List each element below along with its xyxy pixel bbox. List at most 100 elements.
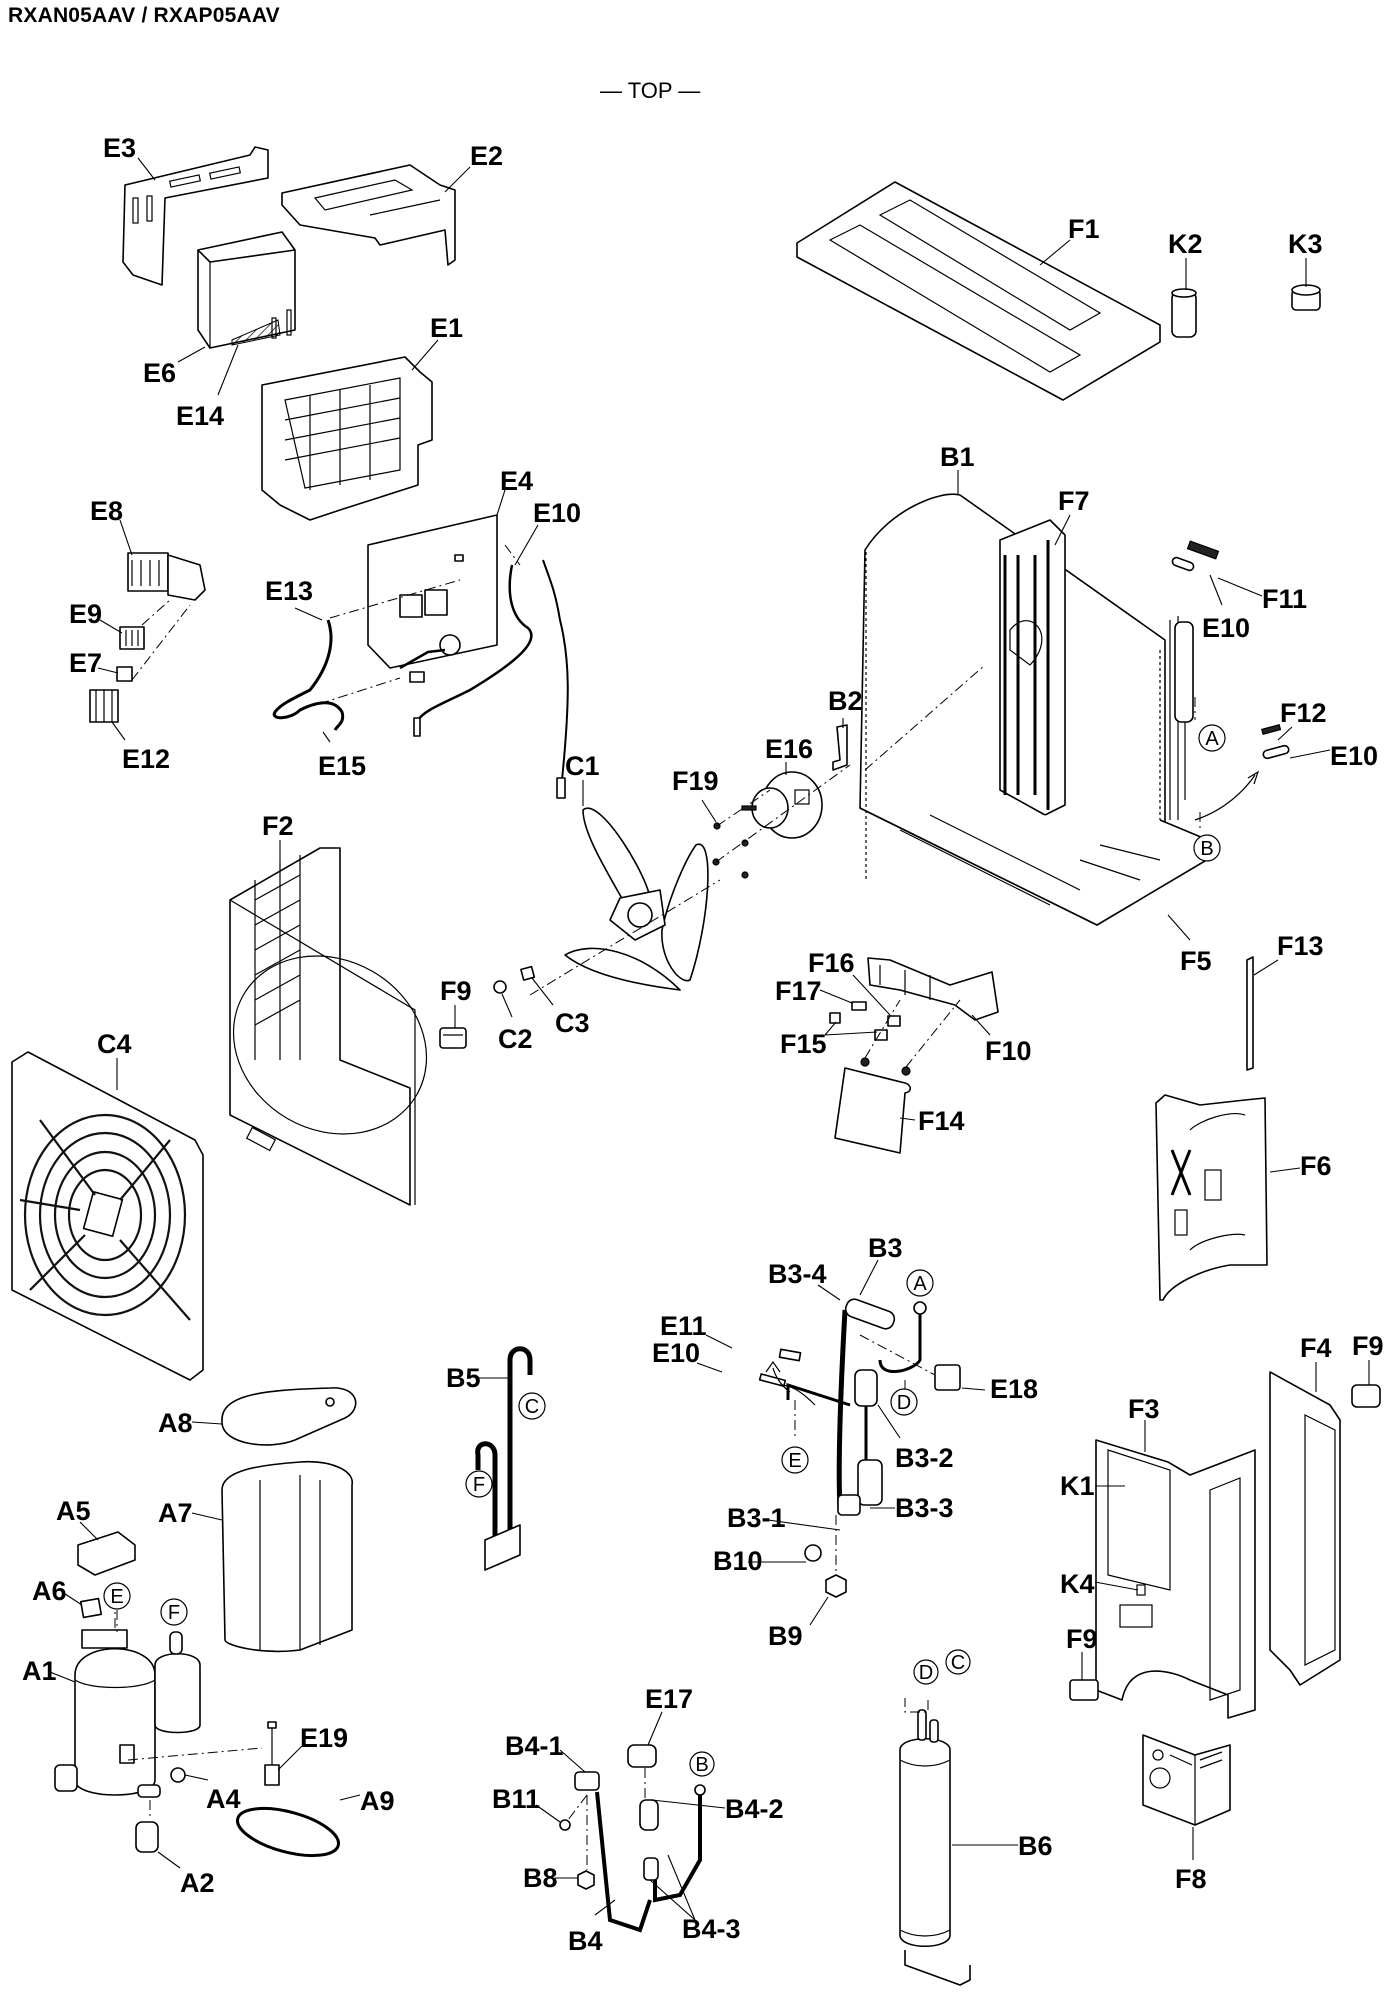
label-c2: C2 <box>498 1024 533 1054</box>
part-e13-e15-harness <box>272 579 461 731</box>
label-e14: E14 <box>176 401 224 431</box>
part-c3-washer <box>520 965 536 981</box>
view-label-top: — TOP — <box>600 78 701 103</box>
part-a2-rubber-foot <box>135 1821 159 1853</box>
label-b4-1: B4-1 <box>505 1731 564 1761</box>
label-e10-top: E10 <box>533 498 581 528</box>
ref-e-compressor: E <box>103 1582 131 1632</box>
label-b5: B5 <box>446 1363 481 1393</box>
part-b4-valve-assembly <box>559 1744 706 1933</box>
label-a7: A7 <box>158 1498 193 1528</box>
label-k4: K4 <box>1060 1569 1095 1599</box>
ref-label-d-b3: D <box>897 1392 911 1414</box>
ref-b-b4: B <box>689 1751 715 1777</box>
ref-label-a-b3: A <box>913 1273 927 1295</box>
part-f1-top-panel <box>796 181 1161 401</box>
part-f13-strip <box>1246 956 1254 1071</box>
label-a5: A5 <box>56 1496 91 1526</box>
label-f9-right-bottom: F9 <box>1066 1624 1098 1654</box>
ref-label-e-compressor: E <box>110 1586 123 1608</box>
label-e4: E4 <box>500 466 533 496</box>
ref-a-b3: A <box>906 1269 934 1297</box>
label-a2: A2 <box>180 1868 215 1898</box>
part-f10-bracket <box>867 957 999 1021</box>
part-f15-f16-f17-clips <box>829 999 961 1076</box>
label-f13: F13 <box>1277 931 1324 961</box>
ref-label-d-b6: D <box>919 1662 933 1684</box>
part-c4-fan-grille <box>11 1051 204 1381</box>
part-k2-cap <box>1171 288 1197 338</box>
part-f6-side-panel <box>1155 1094 1268 1301</box>
part-k3-ring <box>1291 284 1321 311</box>
label-e10-right-lower: E10 <box>1330 741 1378 771</box>
part-a7-jacket <box>221 1460 353 1653</box>
ref-d-b6: D <box>904 1659 939 1713</box>
callout-labels: E3 E2 E6 E14 E1 E4 E10 E8 E9 E7 E12 E13 <box>22 133 1384 1956</box>
label-b8: B8 <box>523 1863 558 1893</box>
label-k2: K2 <box>1168 229 1203 259</box>
label-e12: E12 <box>122 744 170 774</box>
part-a6-grommet <box>79 1597 103 1619</box>
label-f19: F19 <box>672 766 719 796</box>
part-f19-screws <box>712 664 986 879</box>
label-e2: E2 <box>470 141 503 171</box>
part-a4-nut <box>170 1767 186 1783</box>
label-a1: A1 <box>22 1656 57 1686</box>
e10-relocation-arrow <box>765 1360 791 1393</box>
label-f3: F3 <box>1128 1394 1160 1424</box>
label-a4: A4 <box>206 1784 241 1814</box>
e8-assembly-guide <box>131 599 191 681</box>
label-f6: F6 <box>1300 1151 1332 1181</box>
label-f9-right-top: F9 <box>1352 1331 1384 1361</box>
ref-c-b5: C <box>518 1392 546 1420</box>
part-f9-handle-right-top <box>1351 1384 1381 1408</box>
part-c1-propeller <box>529 807 721 996</box>
ref-label-c-b6: C <box>951 1652 965 1674</box>
label-f9-left: F9 <box>440 976 472 1006</box>
part-e7-clip <box>116 666 133 682</box>
part-a9-band <box>236 1806 340 1858</box>
part-b3-valve-assembly <box>758 1298 961 1598</box>
label-f5: F5 <box>1180 946 1212 976</box>
label-e10-right-upper: E10 <box>1202 613 1250 643</box>
label-a8: A8 <box>158 1408 193 1438</box>
ref-d-b3: D <box>890 1380 918 1416</box>
part-f12-e10-sensor-lower <box>1194 724 1290 821</box>
ref-label-b: B <box>1200 838 1213 860</box>
ref-e-b3: E <box>781 1400 809 1474</box>
label-b1: B1 <box>940 442 975 472</box>
part-c2-nut <box>493 980 507 994</box>
part-e6-box <box>197 231 296 349</box>
ref-b-coil: B <box>1193 812 1221 862</box>
part-f2-frame <box>229 847 428 1206</box>
label-f8: F8 <box>1175 1864 1207 1894</box>
label-a9: A9 <box>360 1786 395 1816</box>
label-f10: F10 <box>985 1036 1032 1066</box>
label-e13: E13 <box>265 576 313 606</box>
label-e10-mid: E10 <box>652 1338 700 1368</box>
ref-a-coil: A <box>1194 697 1226 752</box>
part-e9-terminal <box>119 626 145 650</box>
part-f9-handle-left <box>439 1027 467 1049</box>
label-f2: F2 <box>262 811 294 841</box>
label-e17: E17 <box>645 1684 693 1714</box>
part-f4-side-panel <box>1269 1371 1341 1686</box>
label-b3-2: B3-2 <box>895 1443 954 1473</box>
label-f16: F16 <box>808 948 855 978</box>
label-b4-3: B4-3 <box>682 1914 741 1944</box>
part-f11-e10-sensor-clip <box>1171 540 1220 572</box>
part-a1-compressor <box>54 1629 201 1798</box>
part-f8-service-cover <box>1142 1734 1231 1826</box>
label-a6: A6 <box>32 1576 67 1606</box>
ref-label-e-b3: E <box>788 1450 801 1472</box>
label-f14: F14 <box>918 1106 965 1136</box>
label-e19: E19 <box>300 1723 348 1753</box>
label-b3-4: B3-4 <box>768 1259 827 1289</box>
part-e16-fan-motor <box>741 771 823 839</box>
label-b2: B2 <box>828 686 863 716</box>
label-e6: E6 <box>143 358 176 388</box>
label-c1: C1 <box>565 751 600 781</box>
part-f9-handle-right-bottom <box>1069 1679 1099 1701</box>
label-e11: E11 <box>660 1311 707 1341</box>
part-b1-heat-exchanger <box>859 493 1211 926</box>
